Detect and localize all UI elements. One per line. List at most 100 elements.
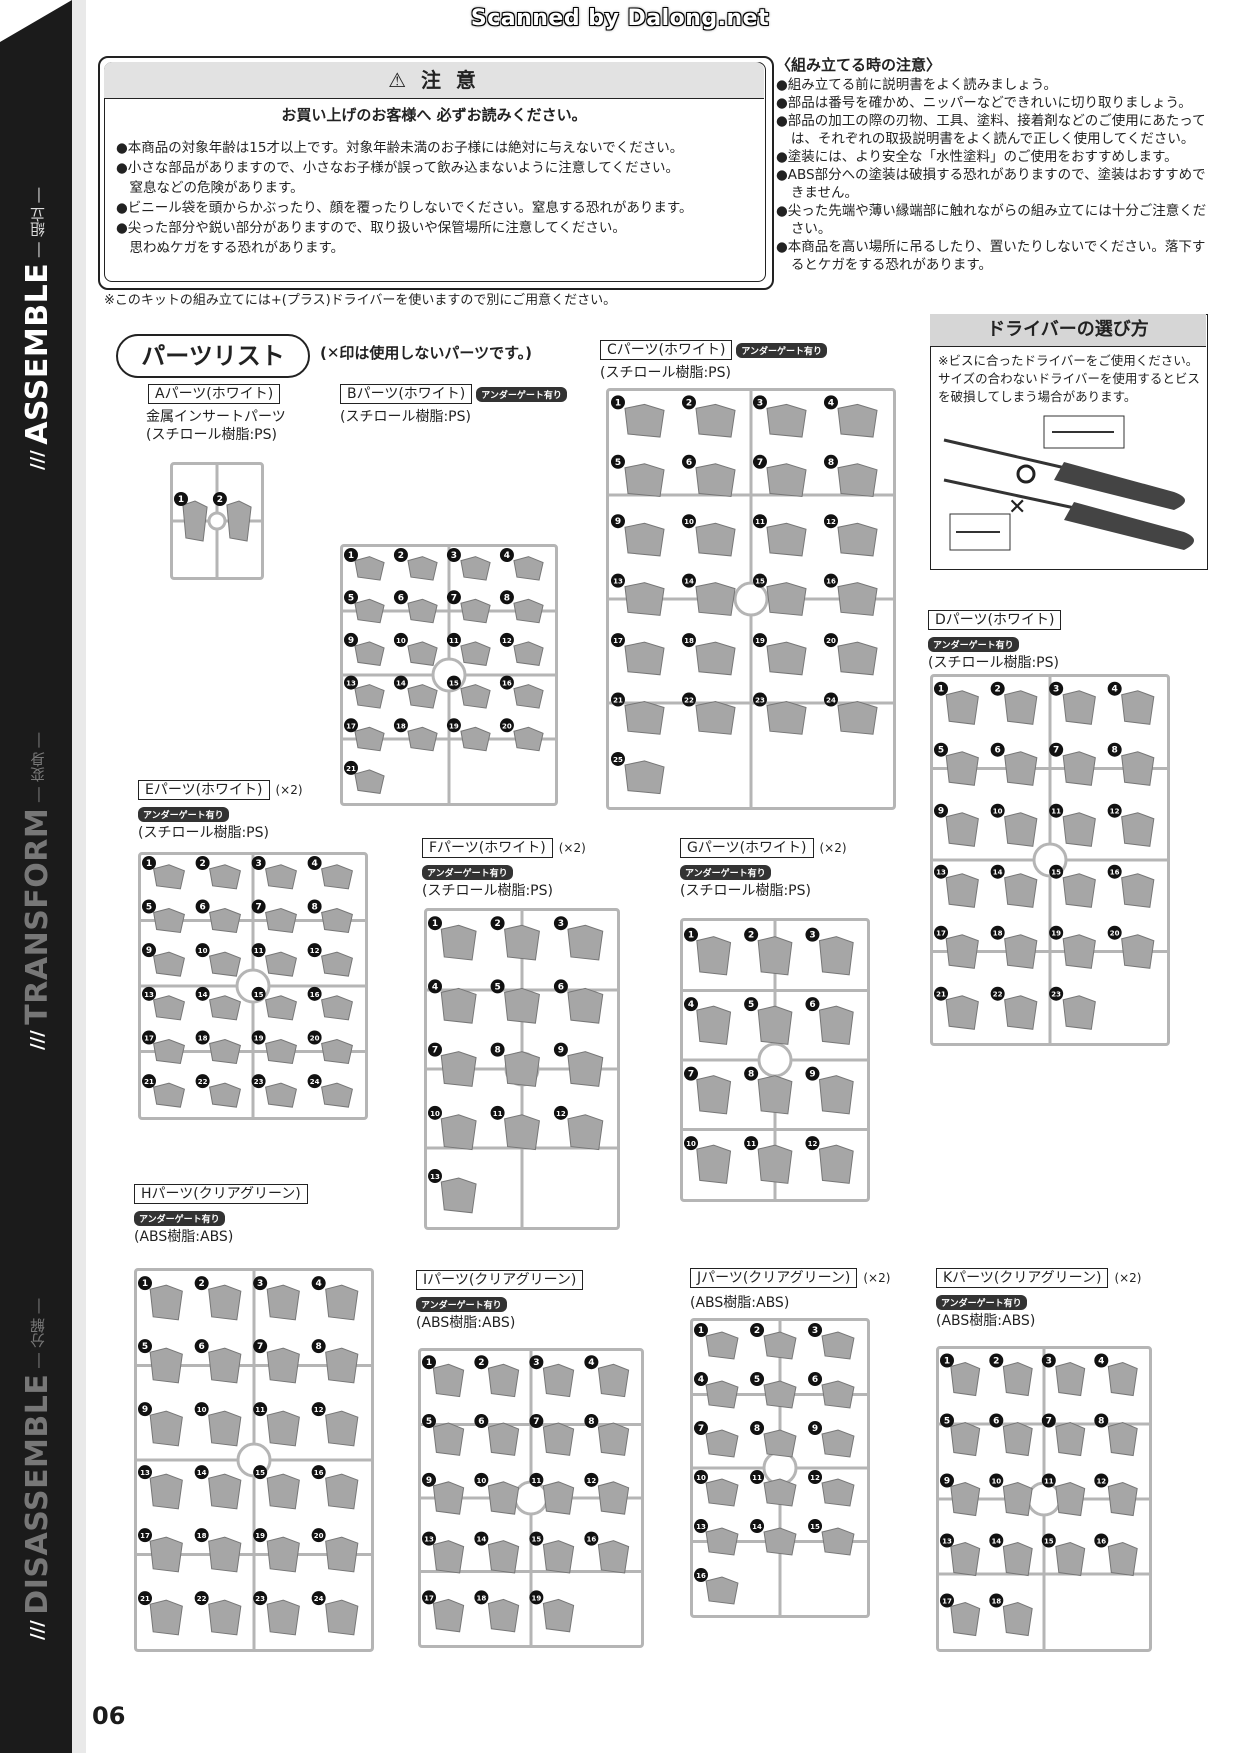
part-number: 8: [311, 902, 317, 912]
part-number: 6: [199, 902, 205, 912]
part-number-marker: [195, 856, 210, 870]
part-number: 6: [812, 1375, 818, 1385]
part-number: 4: [688, 1000, 694, 1010]
part-number: 8: [1098, 1417, 1104, 1427]
runner-part: [696, 1144, 732, 1184]
caution-subtitle: お買い上げのお客様へ 必ずお読みください。: [281, 106, 587, 124]
runner-part: [407, 684, 438, 709]
section-assemble[interactable]: /// ASSEMBLE ― 組立 ―: [20, 170, 55, 470]
runner-part: [153, 995, 185, 1021]
runner-part: [440, 924, 477, 961]
runner-c-material: (スチロール樹脂:PS): [600, 365, 731, 381]
part-number-marker: [1107, 681, 1122, 696]
part-number-marker: [307, 943, 322, 958]
runner-hub: [1026, 1481, 1062, 1517]
part-number: 10: [684, 518, 694, 526]
part-number-marker: [940, 1473, 954, 1488]
part-number: 2: [754, 1326, 760, 1336]
part-number: 7: [1046, 1417, 1052, 1427]
part-number-marker: [499, 632, 514, 647]
runner-part: [209, 951, 241, 977]
part-number: 12: [1110, 808, 1120, 816]
part-number-marker: [681, 395, 696, 410]
part-number: 15: [810, 1523, 820, 1531]
part-number-marker: [934, 803, 948, 818]
part-number: 16: [314, 1469, 324, 1477]
runner-e-badge-row: アンダーゲート有り: [138, 804, 229, 823]
cross-ng-icon: ✕: [1008, 495, 1026, 520]
part-number-marker: [428, 1105, 442, 1120]
part-number-marker: [311, 1402, 326, 1417]
section-transform-sub: ― 変身 ―: [29, 732, 47, 803]
runner-part: [354, 726, 385, 752]
part-number: 4: [316, 1279, 322, 1289]
part-number: 9: [615, 517, 621, 527]
part-number-marker: [990, 803, 1005, 818]
screwdriver-bad-icon: ✕: [943, 478, 1194, 551]
slash-icon: ///: [27, 1030, 48, 1050]
assembly-note: ●尖った先端や薄い縁端部に触れながらの組み立てには十分ご注意ください。: [776, 203, 1207, 237]
runner-part: [567, 1051, 604, 1087]
runner-part: [432, 1540, 465, 1574]
runner-part: [266, 1536, 300, 1573]
part-number: 4: [504, 551, 510, 561]
runner-part: [821, 1429, 855, 1458]
part-number-marker: [750, 1421, 765, 1436]
part-number-marker: [681, 514, 696, 529]
runner-part: [504, 987, 540, 1024]
part-number: 9: [812, 1424, 818, 1434]
part-number-marker: [138, 1528, 152, 1543]
runner-part: [209, 864, 241, 890]
part-number-marker: [195, 1030, 210, 1045]
assembly-note: ●部品は番号を確かめ、ニッパーなどできれいに切り取りましょう。: [776, 95, 1192, 111]
runner-part: [460, 726, 491, 752]
part-number: 16: [1096, 1538, 1106, 1546]
part-number-marker: [694, 1421, 708, 1436]
runner-part: [513, 726, 544, 752]
runner-part: [695, 403, 736, 438]
runner-hub: [207, 511, 227, 531]
runner-part: [1055, 1361, 1086, 1397]
runner-part: [460, 684, 491, 709]
section-transform[interactable]: /// TRANSFORM ― 変身 ―: [20, 720, 55, 1050]
part-number: 8: [588, 1417, 594, 1427]
runner-part: [950, 1601, 981, 1637]
part-number: 3: [1046, 1357, 1052, 1367]
part-number-marker: [610, 454, 625, 469]
runner-part: [1055, 1421, 1086, 1457]
runner-part: [265, 864, 297, 890]
part-number-marker: [934, 925, 948, 940]
part-number: 7: [255, 902, 261, 912]
part-number-marker: [805, 1066, 820, 1081]
runner-part: [265, 995, 297, 1021]
part-number-marker: [428, 979, 442, 994]
runner-part: [208, 1410, 242, 1447]
part-number: 6: [809, 1000, 815, 1010]
part-number-marker: [311, 1276, 326, 1291]
part-number: 12: [587, 1477, 597, 1485]
runner-part: [818, 1144, 854, 1184]
runner-part: [266, 1347, 300, 1384]
part-number: 17: [140, 1532, 150, 1540]
part-number-marker: [393, 675, 408, 690]
runner-part: [705, 1429, 739, 1458]
part-number: 10: [197, 1406, 207, 1414]
part-number-marker: [1041, 1353, 1056, 1368]
runner-part: [1107, 1421, 1138, 1457]
part-number-marker: [805, 997, 820, 1012]
part-number-marker: [752, 633, 767, 648]
section-disassemble[interactable]: /// DISASSEMBLE ― 分解 ―: [20, 1250, 55, 1640]
runner-part: [513, 556, 544, 581]
part-number: 3: [257, 1279, 263, 1289]
part-number-marker: [681, 633, 696, 648]
part-number-marker: [989, 1473, 1004, 1488]
runner-part: [354, 598, 385, 624]
runner-part: [597, 1363, 630, 1398]
part-number: 18: [684, 637, 694, 645]
part-number: 11: [493, 1110, 503, 1118]
runner-part: [542, 1422, 575, 1456]
part-number: 21: [346, 765, 356, 773]
runner-part: [149, 1536, 183, 1573]
screwdriver-good-icon: [943, 415, 1185, 510]
